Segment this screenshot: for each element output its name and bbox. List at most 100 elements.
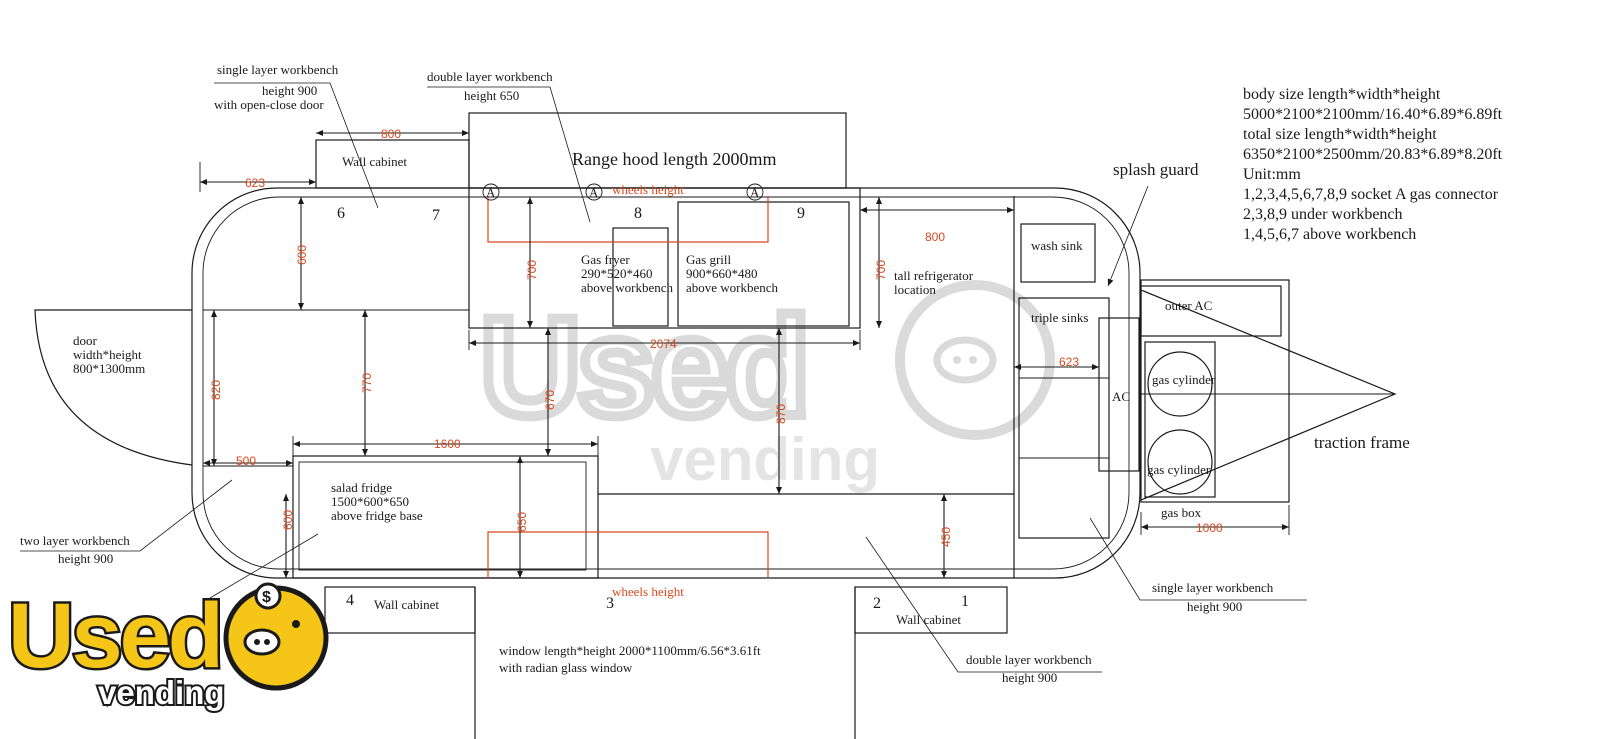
gas-fryer-label: Gas fryer — [581, 252, 630, 267]
socket-8: 8 — [634, 205, 642, 222]
single-layer-top-door: with open-close door — [214, 97, 324, 112]
gas-cylinder-2 — [1147, 429, 1213, 495]
wall-cabinet-left-label: Wall cabinet — [374, 597, 439, 612]
single-layer-top-height: height 900 — [262, 83, 317, 98]
door-swing — [34, 309, 193, 466]
svg-text:$: $ — [262, 589, 271, 606]
dim-800-right: 800 — [925, 230, 945, 244]
two-layer-label: two layer workbench — [20, 533, 130, 548]
gas-connector-a1: A — [482, 183, 500, 201]
salad-fridge-size: 1500*600*650 — [331, 494, 409, 509]
wall-cabinet-top-label: Wall cabinet — [342, 154, 407, 169]
gas-cylinder-1 — [1147, 351, 1213, 417]
dim-820: 820 — [209, 380, 223, 400]
range-hood-label: Range hood length 2000mm — [572, 149, 776, 169]
socket-2: 2 — [873, 595, 881, 612]
socket-9: 9 — [797, 205, 805, 222]
salad-fridge-pos: above fridge base — [331, 508, 423, 523]
single-layer-right-label: single layer workbench — [1152, 580, 1274, 595]
single-layer-top-label: single layer workbench — [217, 62, 339, 77]
traction-frame-box — [1140, 279, 1290, 503]
gas-cylinder-1-label: gas cylinder — [1152, 372, 1216, 387]
spec-line-6: 1,2,3,4,5,6,7,8,9 socket A gas connector — [1243, 186, 1499, 203]
spec-line-2: 5000*2100*2100mm/16.40*6.89*6.89ft — [1243, 106, 1503, 123]
socket-4: 4 — [346, 592, 354, 609]
wash-sink-box — [1020, 223, 1096, 283]
dim-870: 870 — [774, 404, 788, 424]
dim-500: 500 — [236, 454, 256, 468]
door-label-1: door — [73, 333, 98, 348]
double-layer-top-label: double layer workbench — [427, 69, 553, 84]
dollar-coin-icon: $ — [254, 582, 282, 610]
tall-fridge-label-1: tall refrigerator — [894, 268, 974, 283]
gas-grill-pos: above workbench — [686, 280, 779, 295]
wheel-arch-top — [487, 196, 769, 243]
logo-used-text: Used — [8, 585, 221, 687]
gas-grill-size: 900*660*480 — [686, 266, 758, 281]
tall-fridge-label-2: location — [894, 282, 936, 297]
dim-800-top: 800 — [381, 127, 401, 141]
gas-fryer-box — [612, 227, 669, 327]
socket-6: 6 — [337, 205, 345, 222]
wall-cabinet-right-label: Wall cabinet — [896, 612, 961, 627]
svg-text:A: A — [589, 185, 599, 200]
wash-sink-label: wash sink — [1031, 238, 1083, 253]
svg-text:A: A — [486, 185, 496, 200]
window-label-1: window length*height 2000*1100mm/6.56*3.… — [499, 643, 761, 658]
spec-line-8: 1,4,5,6,7 above workbench — [1243, 226, 1416, 243]
dim-450: 450 — [939, 527, 953, 547]
traction-frame-label: traction frame — [1314, 433, 1410, 452]
gas-cylinder-2-label: gas cylinder — [1147, 462, 1211, 477]
spec-line-1: body size length*width*height — [1243, 86, 1441, 103]
door-label-3: 800*1300mm — [73, 361, 145, 376]
triple-sinks-label: triple sinks — [1031, 310, 1088, 325]
single-layer-right-height: height 900 — [1187, 599, 1242, 614]
gas-connector-a2: A — [585, 183, 603, 201]
double-layer-top-height: height 650 — [464, 88, 519, 103]
gas-connector-a3: A — [746, 183, 764, 201]
spec-line-7: 2,3,8,9 under workbench — [1243, 206, 1403, 223]
gas-box-label: gas box — [1161, 505, 1202, 520]
socket-3: 3 — [606, 595, 614, 612]
double-layer-bottom-label: double layer workbench — [966, 652, 1092, 667]
spec-notes: body size length*width*height 5000*2100*… — [1243, 86, 1503, 243]
dimension-lines — [199, 130, 1290, 578]
dim-770: 770 — [360, 373, 374, 393]
spec-line-5: Unit:mm — [1243, 166, 1301, 183]
dim-650: 650 — [515, 512, 529, 532]
dim-670: 670 — [543, 390, 557, 410]
dim-600-left: 600 — [295, 245, 309, 265]
logo-vending-text: vending — [98, 674, 225, 711]
dim-2074: 2074 — [650, 337, 677, 351]
outer-ac-box — [1140, 285, 1282, 337]
pig-icon — [895, 280, 1055, 440]
watermark-used: Used — [480, 288, 806, 445]
outer-ac-label: outer AC — [1165, 298, 1212, 313]
door-label-2: width*height — [73, 347, 142, 362]
dim-623-right: 623 — [1059, 355, 1079, 369]
gas-fryer-pos: above workbench — [581, 280, 674, 295]
two-layer-height: height 900 — [58, 551, 113, 566]
wheel-arch-bottom — [487, 531, 769, 578]
salad-fridge-label: salad fridge — [331, 480, 392, 495]
dim-1000: 1000 — [1196, 521, 1223, 535]
gas-grill-box — [677, 201, 850, 327]
salad-fridge-box — [298, 461, 587, 571]
gas-grill-label: Gas grill — [686, 252, 732, 267]
double-layer-bottom-height: height 900 — [1002, 670, 1057, 685]
wheels-height-top-label: wheels height — [612, 182, 684, 197]
watermark-vending: vending — [650, 426, 880, 493]
trailer-body-inner — [202, 196, 1130, 570]
window-label-2: with radian glass window — [499, 660, 633, 675]
spec-line-4: 6350*2100*2500mm/20.83*6.89*8.20ft — [1243, 146, 1503, 163]
gas-fryer-size: 290*520*460 — [581, 266, 653, 281]
dim-700-b: 700 — [874, 260, 888, 280]
dim-600-bottom: 600 — [281, 510, 295, 530]
triple-sinks-box — [1018, 297, 1110, 539]
dim-1600: 1600 — [434, 437, 461, 451]
dim-700-a: 700 — [525, 260, 539, 280]
salad-fridge-base — [292, 455, 599, 579]
used-vending-logo: Used vending $ — [6, 582, 329, 713]
ac-label: AC — [1112, 389, 1130, 404]
